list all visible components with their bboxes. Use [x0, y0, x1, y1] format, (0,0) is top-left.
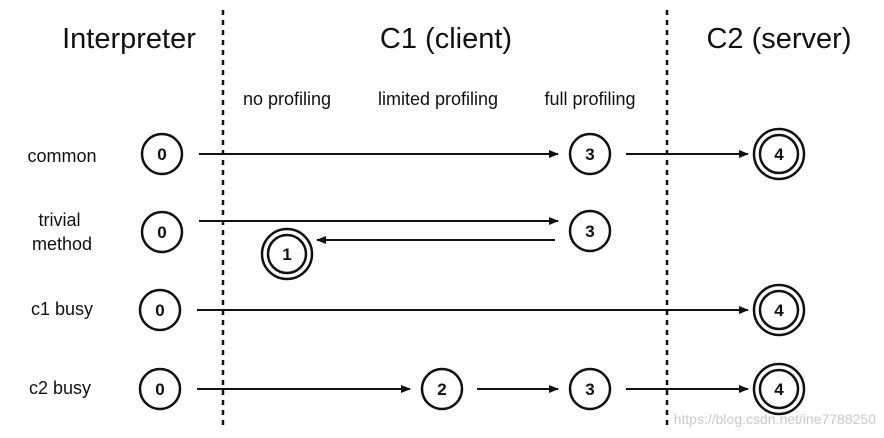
state-node: 3 — [568, 132, 612, 176]
state-node: 0 — [138, 367, 182, 411]
svg-text:4: 4 — [774, 301, 784, 320]
row-common: common 0 3 4 — [27, 127, 806, 181]
svg-text:3: 3 — [585, 145, 594, 164]
terminal-state-node: 4 — [752, 362, 806, 416]
row-label: trivial method — [32, 210, 92, 254]
subcolumn-full-profiling: full profiling — [544, 89, 635, 109]
column-header-interpreter: Interpreter — [62, 23, 196, 55]
row-label: common — [27, 146, 96, 166]
row-label: c1 busy — [31, 299, 93, 319]
svg-text:3: 3 — [585, 380, 594, 399]
subcolumn-no-profiling: no profiling — [243, 89, 331, 109]
svg-text:0: 0 — [157, 223, 166, 242]
svg-text:0: 0 — [157, 145, 166, 164]
svg-text:0: 0 — [155, 380, 164, 399]
column-header-c2: C2 (server) — [706, 23, 851, 55]
state-node: 3 — [568, 209, 612, 253]
state-node: 0 — [138, 288, 182, 332]
svg-text:1: 1 — [282, 245, 291, 264]
terminal-state-node: 4 — [752, 127, 806, 181]
svg-text:3: 3 — [585, 222, 594, 241]
state-node: 0 — [140, 132, 184, 176]
row-label: c2 busy — [29, 378, 91, 398]
column-header-c1: C1 (client) — [380, 23, 512, 55]
state-node: 2 — [420, 367, 464, 411]
terminal-state-node: 4 — [752, 283, 806, 337]
terminal-state-node: 1 — [260, 227, 314, 281]
watermark: https://blog.csdn.net/ine7788250 — [674, 411, 877, 427]
row-trivial-method: trivial method 0 3 1 — [32, 209, 612, 281]
state-node: 0 — [140, 210, 184, 254]
state-node: 3 — [568, 367, 612, 411]
svg-text:4: 4 — [774, 145, 784, 164]
row-c1-busy: c1 busy 0 4 — [31, 283, 806, 337]
svg-text:2: 2 — [437, 380, 446, 399]
subcolumn-limited-profiling: limited profiling — [378, 89, 498, 109]
svg-text:4: 4 — [774, 380, 784, 399]
row-c2-busy: c2 busy 0 2 3 4 — [29, 362, 806, 416]
svg-text:0: 0 — [155, 301, 164, 320]
